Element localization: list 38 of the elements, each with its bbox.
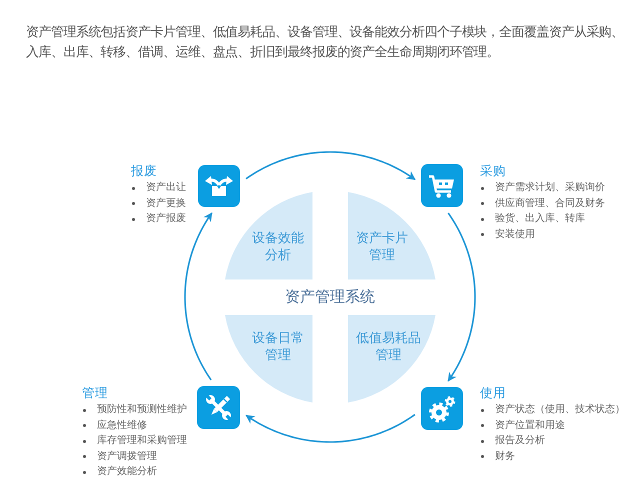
- box-arrows-icon: [198, 165, 240, 207]
- arrow: [246, 151, 416, 180]
- module-label: 低值易耗品管理: [355, 330, 422, 364]
- section-heading: 使用: [480, 384, 506, 402]
- module-label: 设备日常管理: [250, 330, 305, 364]
- quarter-circle-panel: [348, 192, 436, 279]
- bullet-item: 资产出让: [131, 180, 186, 196]
- bullet-item: 资产调拨管理: [82, 448, 157, 464]
- module-label: 设备效能分析: [250, 230, 305, 264]
- bullet-item: 资产需求计划、采购询价: [480, 180, 605, 196]
- arrow: [184, 212, 212, 380]
- gears-icon: [421, 387, 463, 430]
- quarter-circle-panel: [224, 192, 312, 279]
- bullet-item: 资产状态（使用、技术状态）: [480, 402, 625, 418]
- quarter-circle-panel: [224, 315, 312, 402]
- bullet-item: 资产更换: [131, 196, 186, 211]
- bullet-item: 供应商管理、合同及财务: [480, 196, 605, 211]
- system-title: 资产管理系统: [285, 288, 375, 306]
- bullet-item: 验货、出入库、转库: [480, 211, 585, 226]
- quarter-circle-panel: [348, 315, 436, 402]
- bullet-item: 资产报废: [131, 211, 186, 226]
- bullet-item: 预防性和预测性维护: [82, 402, 187, 418]
- bullet-item: 安装使用: [480, 226, 535, 242]
- wrench-pencil-icon: [197, 386, 240, 429]
- arrow: [246, 414, 416, 443]
- section-heading: 管理: [82, 384, 108, 402]
- bullet-item: 应急性维修: [82, 418, 147, 433]
- section-heading: 采购: [480, 162, 506, 180]
- bullet-item: 资产位置和用途: [480, 418, 565, 433]
- arrow: [448, 212, 476, 382]
- section-heading: 报废: [131, 162, 157, 180]
- bullet-item: 报告及分析: [480, 433, 545, 448]
- bullet-item: 资产效能分析: [82, 464, 157, 480]
- module-label: 资产卡片管理: [355, 230, 409, 264]
- intro-paragraph: 资产管理系统包括资产卡片管理、低值易耗品、设备管理、设备能效分析四个子模块，全面覆盖资产从采购、入库、出库、转移、借调、运维、盘点、折旧到最终报废的资产全生命周期闭环管理。: [26, 24, 625, 62]
- bullet-item: 财务: [480, 448, 515, 464]
- shopping-cart-icon: [421, 164, 463, 207]
- bullet-item: 库存管理和采购管理: [82, 433, 187, 448]
